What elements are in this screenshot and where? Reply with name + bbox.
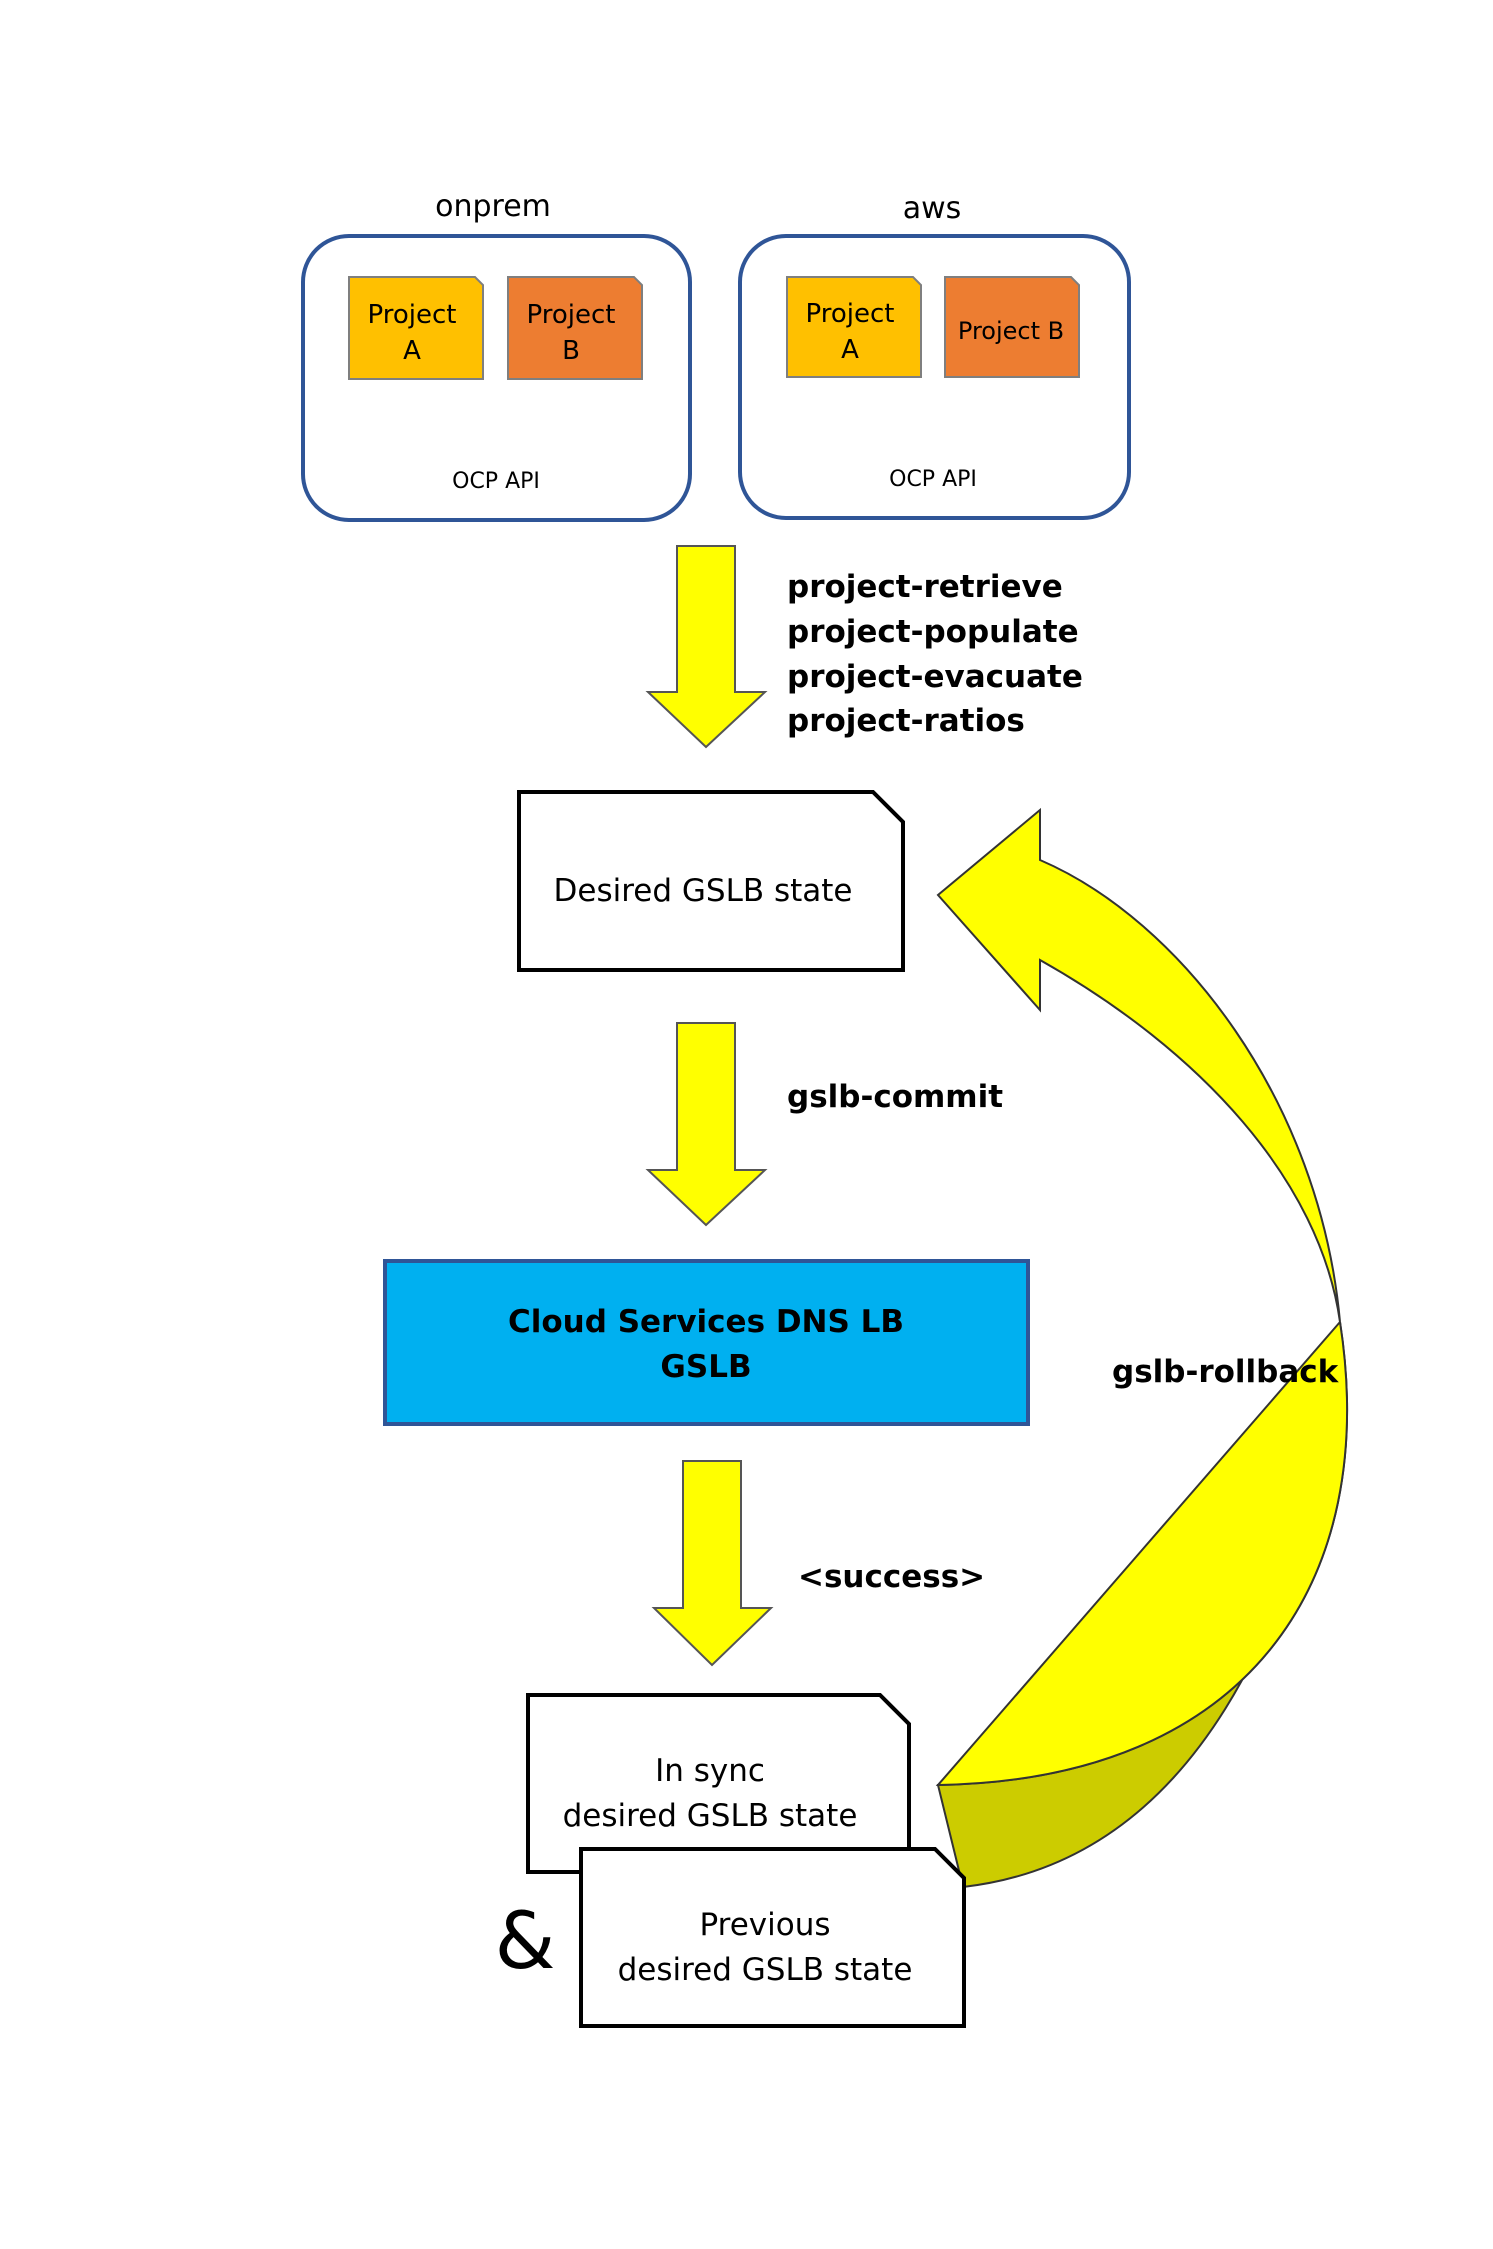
cmd-project-evacuate: project-evacuate [787,659,1083,695]
result-success: <success> [798,1559,985,1595]
aws-project-b-card [944,276,1080,378]
onprem-project-b-label-line2: B [562,336,580,366]
cluster-onprem: onprem Project A Project B OCP API [301,189,692,522]
rollback-arrow-body [935,807,1348,1787]
aws-project-a-label-line2: A [841,335,859,365]
cloud-dns-lb-box [383,1259,1030,1426]
cmd-project-populate: project-populate [787,614,1079,650]
arrow-lb-to-in-sync [651,1460,774,1667]
cmd-project-ratios: project-ratios [787,703,1025,739]
aws-api-label: OCP API [889,467,977,492]
onprem-project-a-label-line2: A [403,336,421,366]
cluster-aws-title: aws [903,191,962,226]
cloud-dns-lb-line2: GSLB [660,1349,751,1385]
aws-project-b-label: Project B [958,317,1064,345]
desired-gslb-state-label: Desired GSLB state [554,873,853,909]
aws-project-a-card [786,276,922,378]
in-sync-state-line1: In sync [655,1753,765,1789]
onprem-project-a-label-line1: Project [368,300,457,330]
aws-project-a-label-line1: Project [806,299,895,329]
arrow-clusters-to-desired [645,545,768,749]
cmd-project-retrieve: project-retrieve [787,569,1063,605]
in-sync-state-line2: desired GSLB state [563,1798,858,1834]
in-sync-state-doc [526,1693,911,1874]
cmd-gslb-rollback: gslb-rollback [1112,1354,1340,1390]
previous-state-line2: desired GSLB state [618,1952,913,1988]
cloud-dns-lb-line1: Cloud Services DNS LB [508,1304,904,1340]
cmd-gslb-commit: gslb-commit [787,1079,1003,1115]
previous-state-line1: Previous [699,1907,830,1943]
onprem-project-b-label-line1: Project [527,300,616,330]
onprem-project-b-card [507,276,643,380]
previous-state-doc [579,1847,966,2028]
cluster-onprem-title: onprem [435,189,551,224]
desired-gslb-state-doc [517,790,905,972]
cluster-aws: aws Project A Project B OCP API [738,191,1131,520]
arrow-desired-to-lb [645,1022,768,1227]
rollback-curved-arrow [935,807,1348,1889]
ampersand-symbol: & [495,1897,556,1987]
onprem-api-label: OCP API [452,469,540,494]
onprem-project-a-card [348,276,484,380]
